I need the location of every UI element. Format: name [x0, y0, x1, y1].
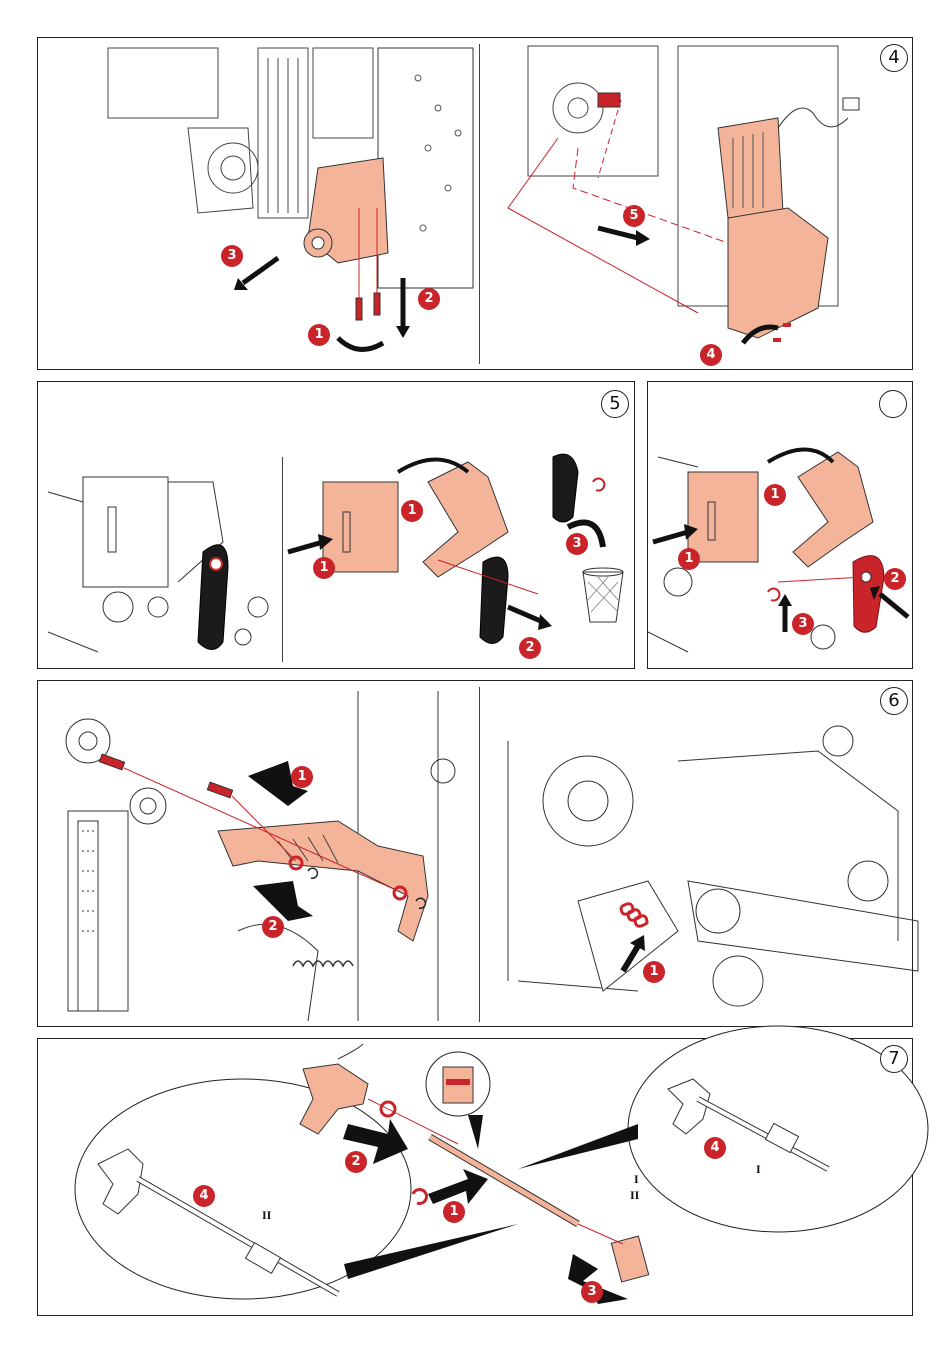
- callout-badge: 1: [764, 484, 786, 506]
- callout-badge: 2: [519, 637, 541, 659]
- callout-badge: 2: [262, 916, 284, 938]
- callout-badge: 3: [792, 613, 814, 635]
- red-pin: [598, 93, 620, 107]
- callout-badge: 1: [291, 766, 313, 788]
- callout-badge: 3: [566, 533, 588, 555]
- callout-badge: 4: [704, 1137, 726, 1159]
- callout-badge: 2: [418, 288, 440, 310]
- callout-badge: 4: [700, 344, 722, 366]
- arrow: [768, 450, 833, 463]
- callout-badge: 1: [443, 1201, 465, 1223]
- callout-badge: 1: [401, 500, 423, 522]
- red-lever: [853, 556, 884, 633]
- panel-step-5b: 1 1 2 3: [647, 381, 913, 669]
- roman-label: I: [634, 1172, 639, 1187]
- motor-housing: [718, 118, 783, 218]
- circlip: [768, 589, 779, 601]
- panel-step-5: 5 1 1 2 3: [37, 381, 635, 669]
- callout-badge: 2: [345, 1151, 367, 1173]
- panel-step-6: 6 1 2 1: [37, 680, 913, 1027]
- callout-badge: 1: [678, 548, 700, 570]
- callout-badge: 1: [313, 557, 335, 579]
- callout-badge: 2: [884, 568, 906, 590]
- step-number-empty: [879, 390, 907, 418]
- arrow: [598, 228, 638, 238]
- step-number: 7: [880, 1045, 908, 1073]
- callout-badge: 1: [308, 324, 330, 346]
- black-lever: [553, 454, 578, 522]
- illustration-spring-install: [38, 681, 914, 1028]
- arrow: [653, 532, 688, 542]
- circlip: [413, 1189, 427, 1203]
- black-lever: [480, 557, 508, 644]
- roman-label: II: [262, 1208, 271, 1223]
- step-number: 4: [880, 44, 908, 72]
- illustration-lever-removal: [38, 382, 636, 670]
- illustration-motor-removal-right: [38, 38, 914, 371]
- salmon-arm: [793, 452, 873, 567]
- panel-step-7: 7 4 2 1 3 4 II I II I: [37, 1038, 913, 1316]
- arrow: [508, 607, 543, 622]
- arrow: [880, 594, 908, 617]
- step-number: 6: [880, 687, 908, 715]
- illustration-lever-install: [648, 382, 914, 670]
- step-number: 5: [601, 390, 629, 418]
- callout-badge: 3: [581, 1281, 603, 1303]
- arrow: [428, 1169, 488, 1204]
- callout-badge: 5: [623, 205, 645, 227]
- salmon-block: [323, 482, 398, 572]
- circlip: [593, 479, 604, 491]
- panel-step-4: 4 1 2 3 5 4: [37, 37, 913, 370]
- callout-badge: 4: [193, 1185, 215, 1207]
- salmon-block: [688, 472, 758, 562]
- arrow: [288, 542, 323, 552]
- callout-badge: 1: [643, 961, 665, 983]
- roman-label: I: [756, 1162, 761, 1177]
- salmon-bushing: [611, 1236, 648, 1282]
- illustration-shaft-assembly: [38, 1039, 914, 1317]
- callout-badge: 3: [221, 245, 243, 267]
- roman-label: II: [630, 1188, 639, 1203]
